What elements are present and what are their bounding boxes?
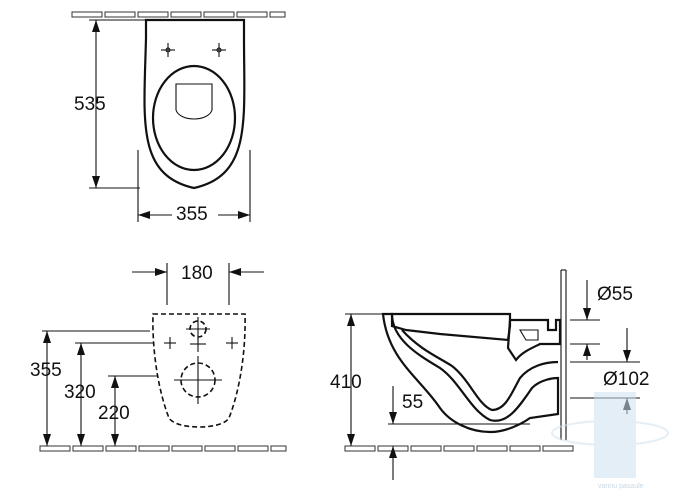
side-view-rim [390,312,512,342]
fixing-hole-icon [212,43,226,57]
watermark-swoosh-icon [551,420,669,446]
inlet-diameter-label: Ø55 [597,284,633,305]
mounting-point-icon [164,337,176,349]
drain-outlet-icon [174,356,222,404]
top-view-flush-opening [175,83,213,120]
side-view: 410 55 Ø55 Ø102 [330,269,649,480]
top-view-wall [71,11,286,18]
top-view-seat-ring [151,64,237,172]
outlet-height-label: 55 [402,392,423,413]
watermark-logo-icon [594,392,636,478]
side-view-bowl-profile [381,312,560,434]
top-view: 535 355 [71,11,286,225]
width-dimension-label: 355 [176,204,208,225]
front-view-dashed-outline [152,313,246,428]
fixing-hole-icon [161,43,175,57]
side-view-floor [344,445,574,452]
height-low-label: 220 [98,403,130,424]
top-view-bowl-outline [143,18,246,190]
side-view-trap [401,329,559,412]
watermark-text: vannu pasaule [598,483,644,490]
mounting-point-icon [190,336,206,352]
front-view: 180 [30,263,287,452]
height-total-label: 355 [30,360,62,381]
outlet-diameter-label: Ø102 [603,369,649,390]
height-mid-label: 320 [64,382,96,403]
spacing-dimension-label: 180 [181,263,213,284]
side-height-label: 410 [330,372,362,393]
mounting-point-icon [226,337,238,349]
watermark: vannu pasaule [551,392,669,490]
side-view-flush-channel [506,318,562,362]
depth-dimension-label: 535 [74,94,106,115]
front-view-floor [39,445,287,452]
